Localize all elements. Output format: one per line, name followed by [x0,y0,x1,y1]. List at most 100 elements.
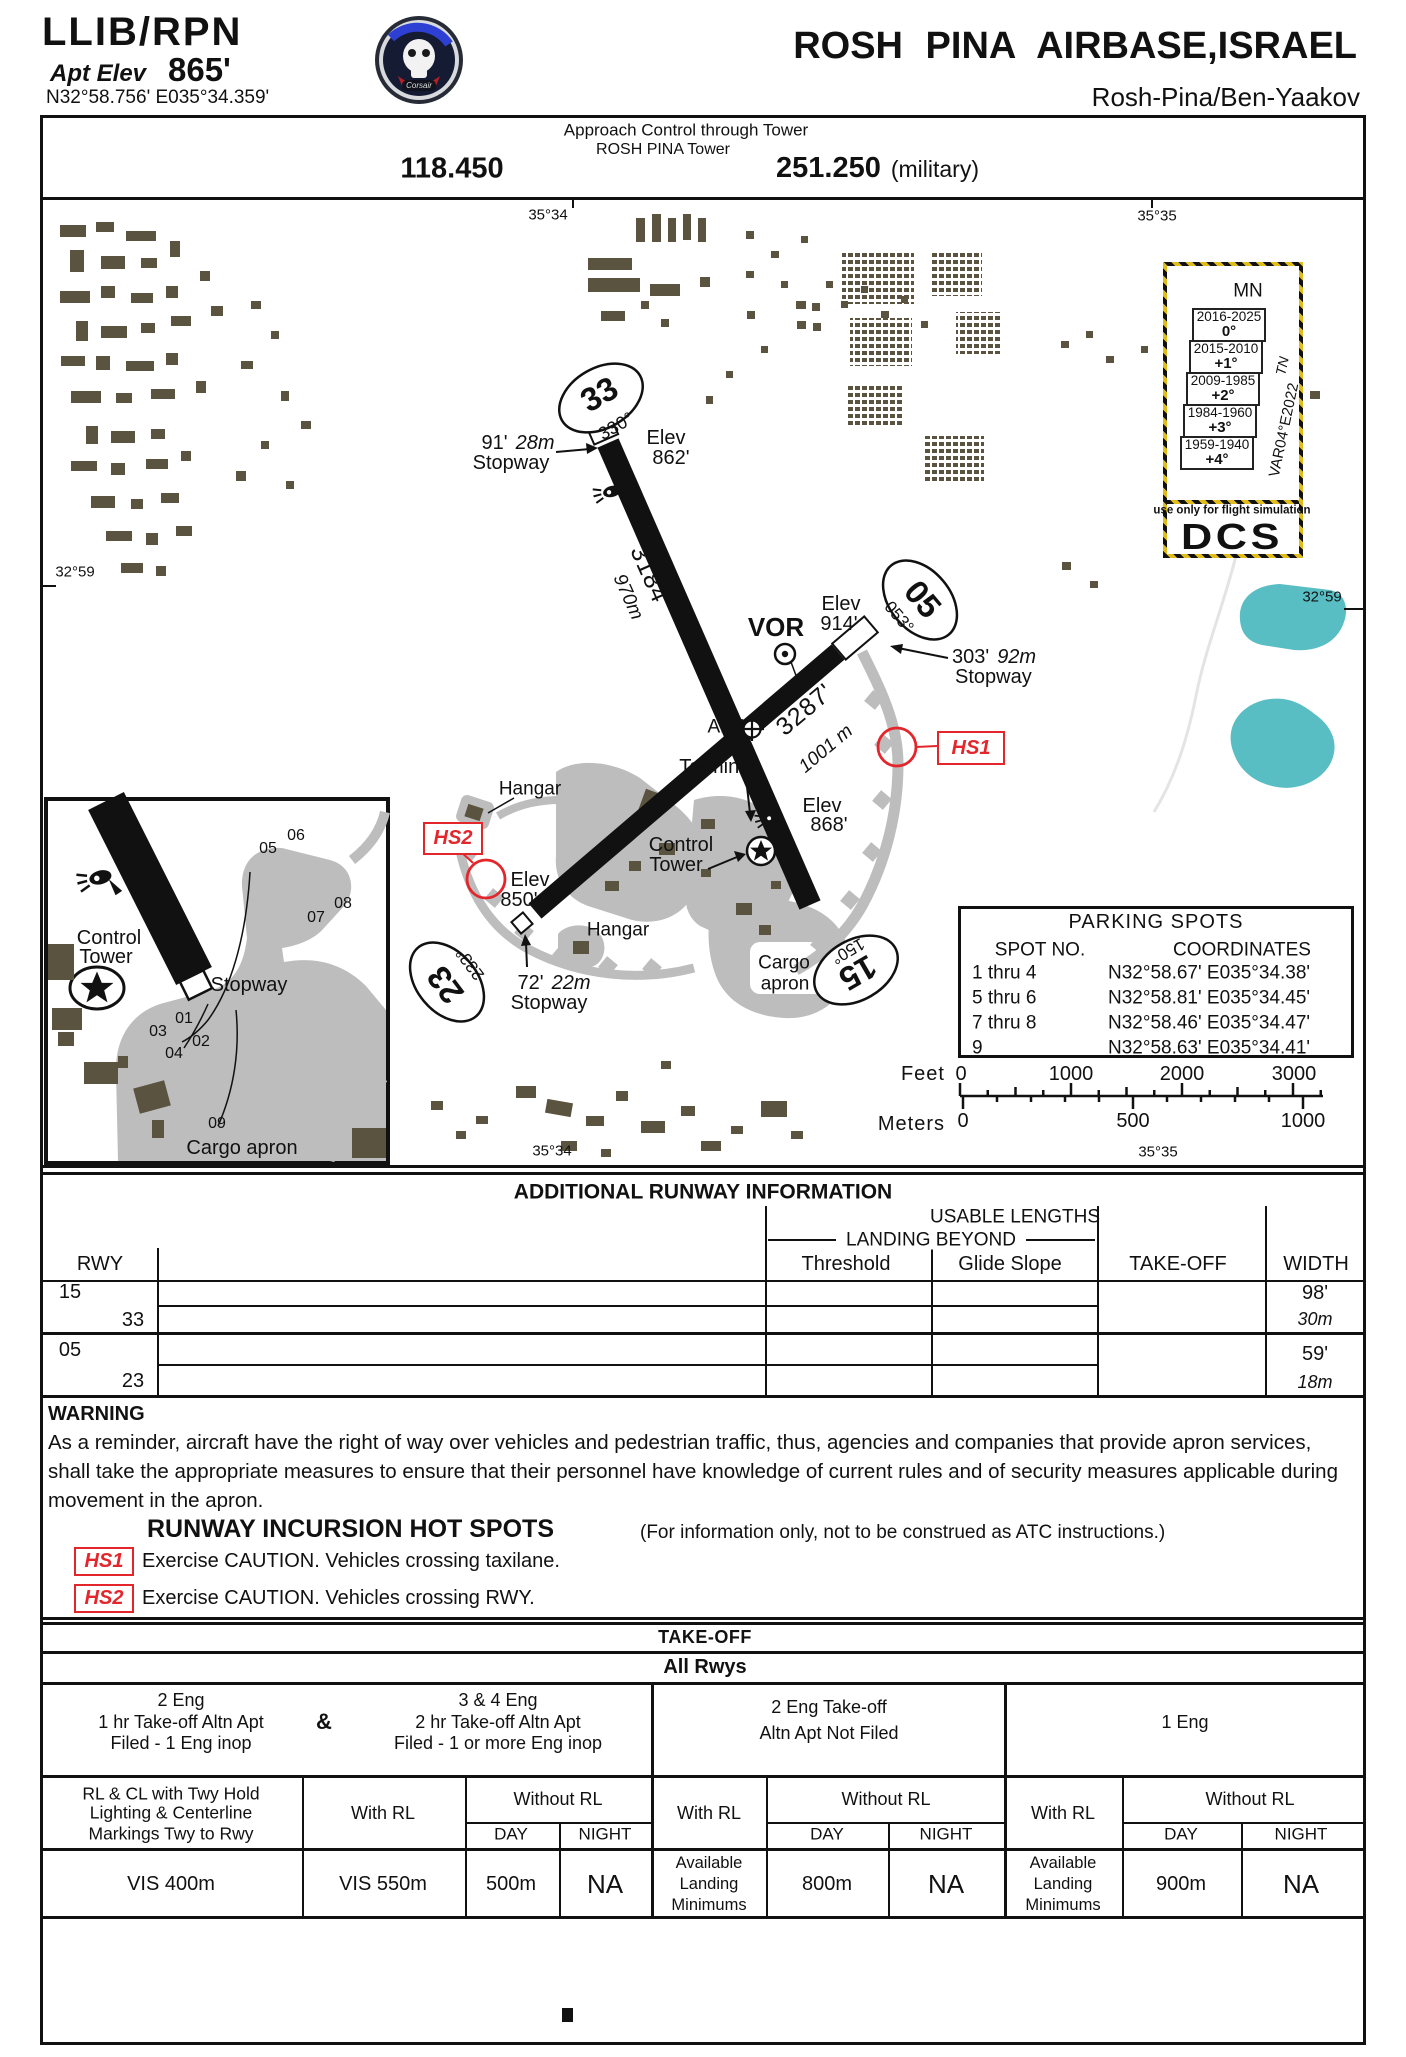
parking-spot-number: 04 [165,1045,183,1062]
parking-spot-number: 01 [175,1010,193,1027]
building [864,690,884,710]
building [791,1131,803,1139]
building [747,311,755,319]
border [40,1916,1366,1919]
building [86,426,98,444]
day-header: DAY [1164,1824,1198,1844]
building [281,391,289,401]
building [652,214,661,242]
stream-line [1152,555,1238,813]
col-threshold: Threshold [801,1253,891,1275]
border [157,1364,1097,1366]
day-header: DAY [810,1824,844,1844]
building [605,881,619,891]
building [661,319,669,327]
night-na-value: NA [1282,1869,1320,1899]
variation-years: 1984-1960 [1187,405,1253,420]
cargo-apron-label: apron [760,973,810,995]
table-line [1097,1206,1099,1395]
building [161,493,179,503]
annotation-arrows [487,448,949,968]
building [586,1116,604,1126]
building [601,1149,611,1157]
meridian-label: 35°35 [1137,207,1177,225]
building [641,1121,665,1133]
building [683,214,691,240]
building [668,218,676,242]
hs1-flag-label: HS1 [951,736,991,759]
building [431,1101,443,1110]
building [706,396,713,404]
stopway-05-word: Stopway [955,666,1032,688]
cargo-apron-label: Cargo [758,952,810,974]
building [1141,346,1148,353]
building [1062,562,1071,570]
width-18m: 18m [1297,1372,1333,1392]
parallel-label: 32°59 [55,563,95,581]
military-note: (military) [890,156,979,182]
arp-symbol [740,717,764,741]
building [111,431,135,443]
available-landing-minimums: Landing [1033,1874,1093,1893]
inset-spot-leaders [181,871,251,1127]
hangar-label: Hangar [586,919,650,941]
building [801,236,808,243]
building [476,1116,488,1124]
available-landing-minimums: Minimums [1025,1895,1101,1914]
variation-years: 1959-1940 [1184,437,1250,452]
scale-tick-label: 0 [957,1110,969,1132]
variation-delta: +1° [1214,355,1238,373]
building [101,286,115,298]
building [701,1141,721,1151]
hs1-flag: HS1 [937,731,1005,765]
building [1090,581,1098,588]
day-900m-value: 900m [1155,1873,1207,1895]
scale-tick-label: 0 [955,1063,967,1085]
takeoff-group2-line: Altn Apt Not Filed [759,1723,899,1743]
takeoff-rlcl-line: Markings Twy to Rwy [88,1823,254,1844]
hs1-legend-flag: HS1 [74,1547,134,1576]
inset-stopway [178,968,214,1002]
building [251,301,261,309]
stopway-33-m: 28m [515,432,555,454]
usable-lengths-label: USABLE LENGTHS [930,1206,1100,1228]
variation-row: 2016-2025 0° [1192,308,1266,342]
building [196,381,206,393]
building [76,321,88,341]
arrowheads [521,443,903,946]
elev-862-word: Elev [646,427,686,449]
col-rwy: RWY [76,1253,124,1275]
hs2-legend-label: HS2 [84,1587,124,1609]
building [796,301,806,309]
takeoff-title: TAKE-OFF [658,1627,752,1647]
building [106,531,132,541]
table-line [931,1248,933,1395]
inset-stopway-label: Stopway [210,974,288,996]
dcs-logo: DCS [1180,516,1284,557]
military-frequency-row: 251.250 (military) [776,154,979,183]
rwy-15: 15 [58,1281,82,1303]
inset-buildings [48,944,386,1158]
building [616,1091,628,1101]
parking-table-title: PARKING SPOTS [1068,911,1244,933]
building [200,271,210,281]
stopway-23-dims: 72'22m [518,973,591,993]
building [170,241,180,257]
day-800m-value: 800m [801,1873,853,1895]
col-width: WIDTH [1283,1253,1349,1275]
width-59ft: 59' [1301,1343,1329,1365]
building [84,1062,118,1084]
with-rl-header: With RL [1030,1803,1096,1823]
variation-delta: +4° [1205,451,1229,469]
building [810,934,830,954]
hangar-label: Hangar [498,778,562,800]
building [151,429,165,439]
runway-number-ovals [408,362,959,1023]
takeoff-group3-label: 1 Eng [1161,1712,1209,1732]
runway-15-33 [597,438,821,910]
building [841,301,848,308]
building [60,291,90,303]
hs2-caution-text: Exercise CAUTION. Vehicles crossing RWY. [142,1587,535,1609]
scale-tick-label: 3000 [1271,1063,1317,1085]
